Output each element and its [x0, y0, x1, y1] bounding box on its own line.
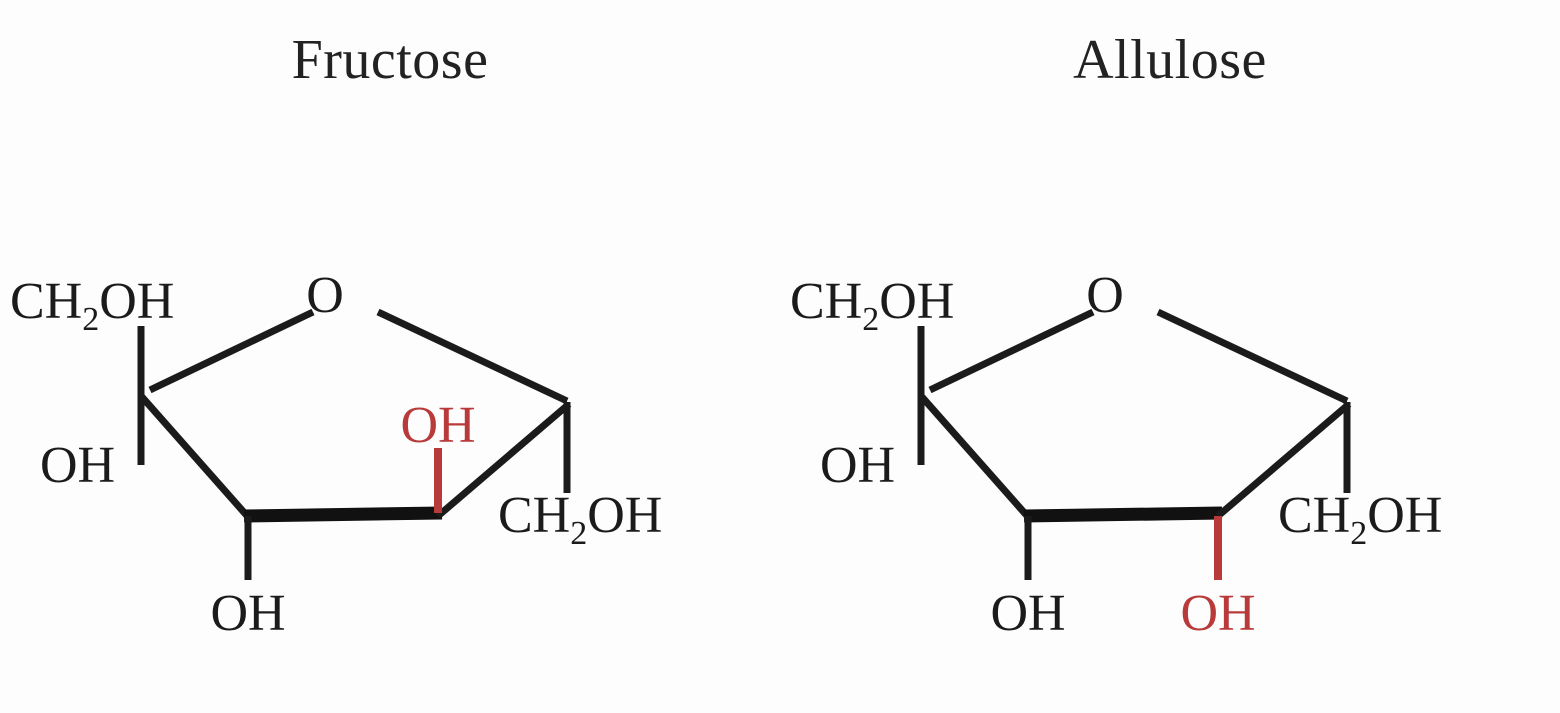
svg-text:CH2OH: CH2OH: [790, 273, 954, 338]
label-c6-oh: OH: [99, 273, 174, 330]
bond-ringO-to-c5: [1156, 308, 1349, 405]
label-c1-oh: OH: [1367, 487, 1442, 544]
structure-allulose: O CH2OH OH OH OH CH2OH: [790, 267, 1442, 642]
label-c3-hydroxyl: OH: [210, 585, 285, 642]
group-label-c6-hydroxymethyl: CH2OH: [790, 273, 954, 338]
bond-c2-to-c3: [919, 394, 1032, 521]
label-c1-sub: 2: [570, 515, 587, 552]
label-c6-sub: 2: [862, 301, 879, 338]
label-highlighted-hydroxyl: OH: [1180, 585, 1255, 642]
bond-ringO-to-c2: [148, 308, 315, 394]
bond-c4-to-c5: [1215, 401, 1352, 519]
group-label-c1-hydroxymethyl: CH2OH: [498, 487, 662, 552]
atom-label-ring-oxygen: O: [1086, 267, 1124, 324]
bond-c3-to-c4-bold: [243, 506, 443, 523]
atom-label-ring-oxygen: O: [306, 267, 344, 324]
label-c2-hydroxyl: OH: [40, 437, 115, 494]
label-c1-oh: OH: [587, 487, 662, 544]
structure-fructose: O CH2OH OH OH OH CH2OH: [10, 267, 662, 642]
label-c2-hydroxyl: OH: [820, 437, 895, 494]
label-c6-ch: CH: [790, 273, 862, 330]
label-c1-ch: CH: [498, 487, 570, 544]
group-label-c1-hydroxymethyl: CH2OH: [1278, 487, 1442, 552]
label-highlighted-hydroxyl: OH: [400, 397, 475, 454]
bond-c4-to-c5: [435, 401, 572, 519]
label-c6-sub: 2: [82, 301, 99, 338]
svg-text:CH2OH: CH2OH: [1278, 487, 1442, 552]
label-c1-sub: 2: [1350, 515, 1367, 552]
molecule-title-fructose: Fructose: [291, 29, 489, 91]
group-label-c6-hydroxymethyl: CH2OH: [10, 273, 174, 338]
bond-ringO-to-c5: [376, 308, 569, 405]
svg-text:CH2OH: CH2OH: [10, 273, 174, 338]
molecule-title-allulose: Allulose: [1073, 29, 1267, 91]
bond-ringO-to-c2: [928, 308, 1095, 394]
molecule-panel-allulose: Allulose O CH2OH OH OH OH: [780, 0, 1560, 713]
label-c3-hydroxyl: OH: [990, 585, 1065, 642]
label-c6-oh: OH: [879, 273, 954, 330]
molecule-panel-fructose: Fructose O: [10, 32, 662, 642]
label-c1-ch: CH: [1278, 487, 1350, 544]
bond-c3-to-c4-bold: [1023, 506, 1223, 523]
label-c6-ch: CH: [10, 273, 82, 330]
svg-text:CH2OH: CH2OH: [498, 487, 662, 552]
bond-c2-to-c3: [139, 394, 252, 521]
